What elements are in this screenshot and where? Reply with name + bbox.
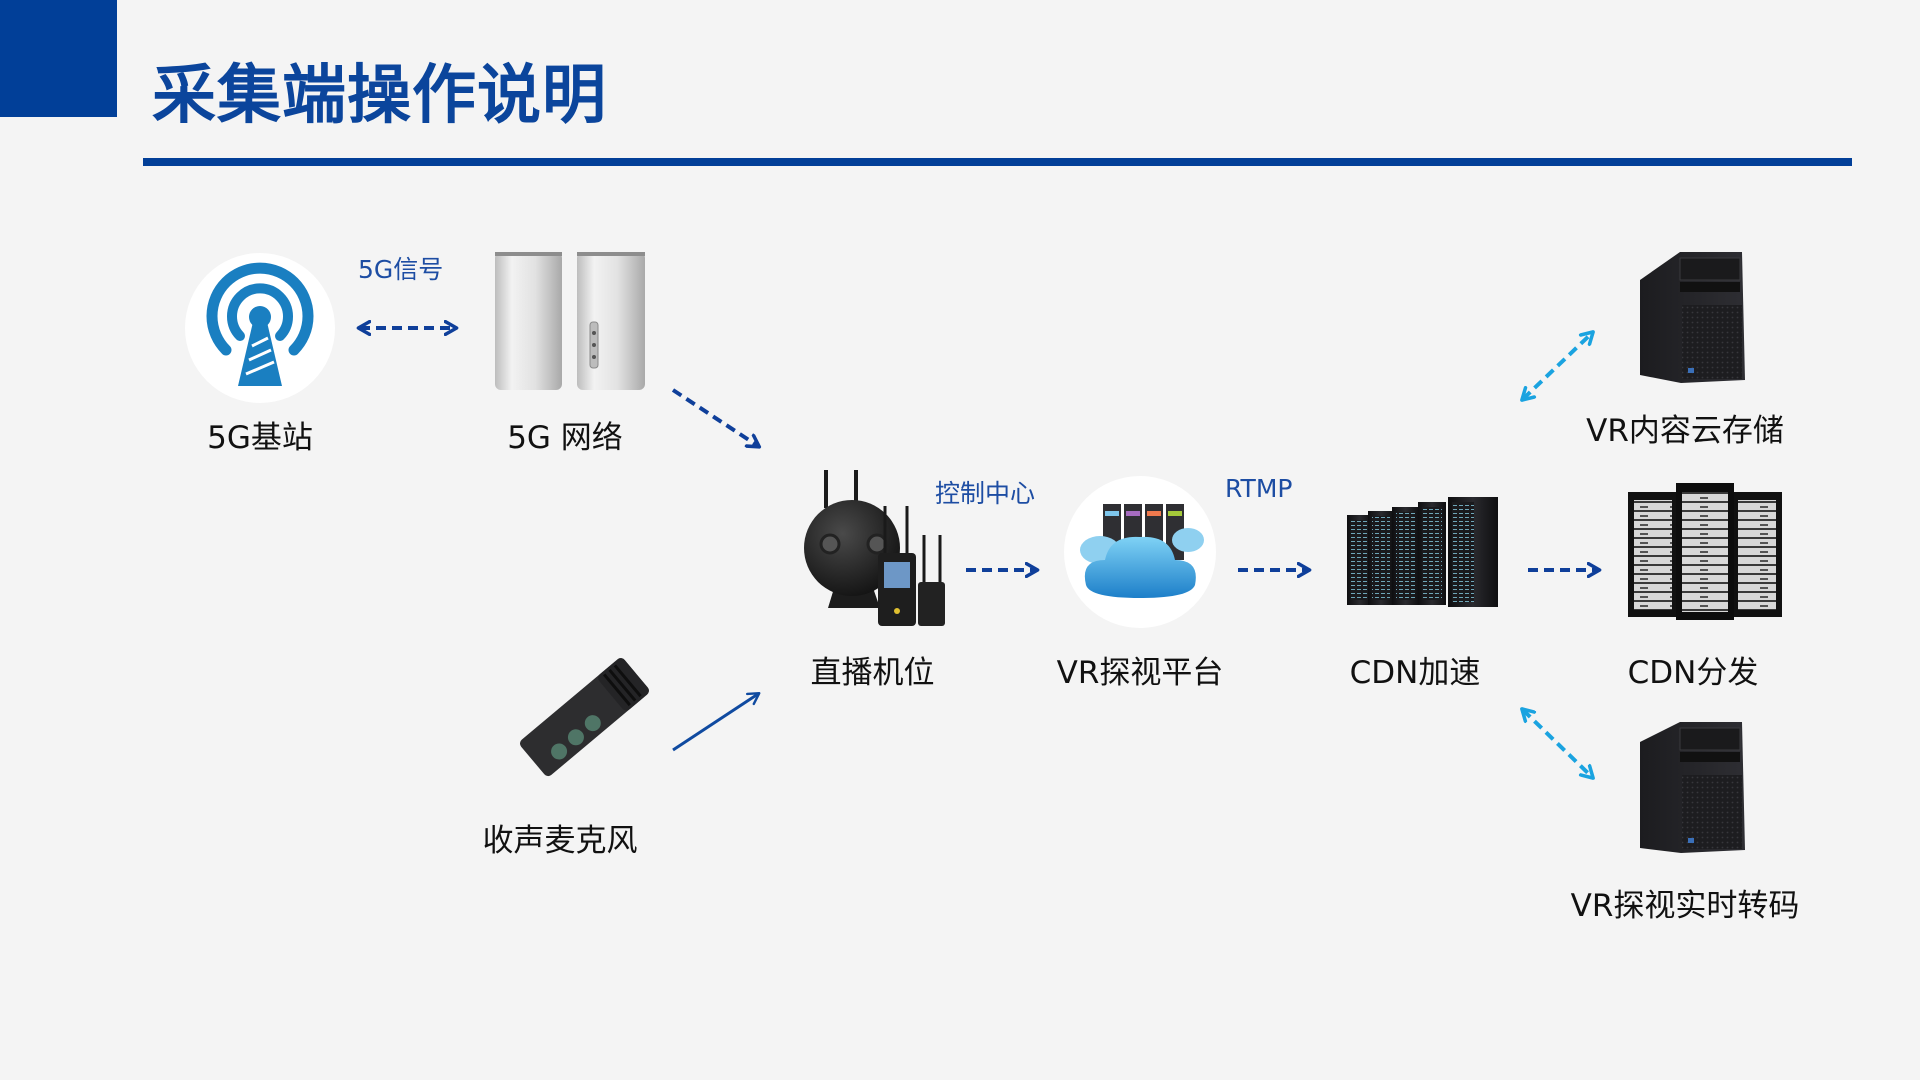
tower-server-icon bbox=[1640, 722, 1745, 853]
edge-label-control-center: 控制中心 bbox=[935, 479, 1036, 508]
edge-cdn-to-transcode bbox=[1523, 710, 1592, 777]
node-label-5g-network: 5G 网络 bbox=[507, 420, 623, 456]
cloud-server-icon bbox=[1064, 476, 1216, 628]
node-label-realtime-transcode: VR探视实时转码 bbox=[1570, 888, 1800, 924]
server-racks-icon bbox=[1347, 497, 1498, 607]
microphone-icon bbox=[519, 658, 649, 777]
node-label-microphone: 收声麦克风 bbox=[482, 823, 638, 859]
edge-label-5g-signal: 5G信号 bbox=[358, 255, 444, 284]
edge-mic-to-camera bbox=[672, 691, 761, 752]
edge-network-to-camera bbox=[671, 388, 758, 446]
node-label-cdn-dist: CDN分发 bbox=[1627, 655, 1759, 691]
edge-cdn-to-storage bbox=[1523, 333, 1592, 399]
5g-router-icon bbox=[495, 252, 645, 390]
server-cabinets-icon bbox=[1628, 483, 1782, 620]
title-underline bbox=[143, 158, 1852, 166]
node-label-cdn-accel: CDN加速 bbox=[1349, 655, 1481, 691]
title-accent-block bbox=[0, 0, 117, 117]
slide-title: 采集端操作说明 bbox=[152, 59, 607, 133]
node-label-base-station: 5G基站 bbox=[207, 420, 313, 456]
vr-camera-icon bbox=[804, 470, 945, 626]
node-label-vr-platform: VR探视平台 bbox=[1056, 655, 1224, 691]
edge-label-rtmp: RTMP bbox=[1225, 474, 1293, 503]
node-label-cloud-storage: VR内容云存储 bbox=[1586, 413, 1784, 449]
tower-server-icon bbox=[1640, 252, 1745, 383]
node-label-live-camera: 直播机位 bbox=[810, 655, 935, 691]
cell-tower-icon bbox=[185, 253, 335, 403]
